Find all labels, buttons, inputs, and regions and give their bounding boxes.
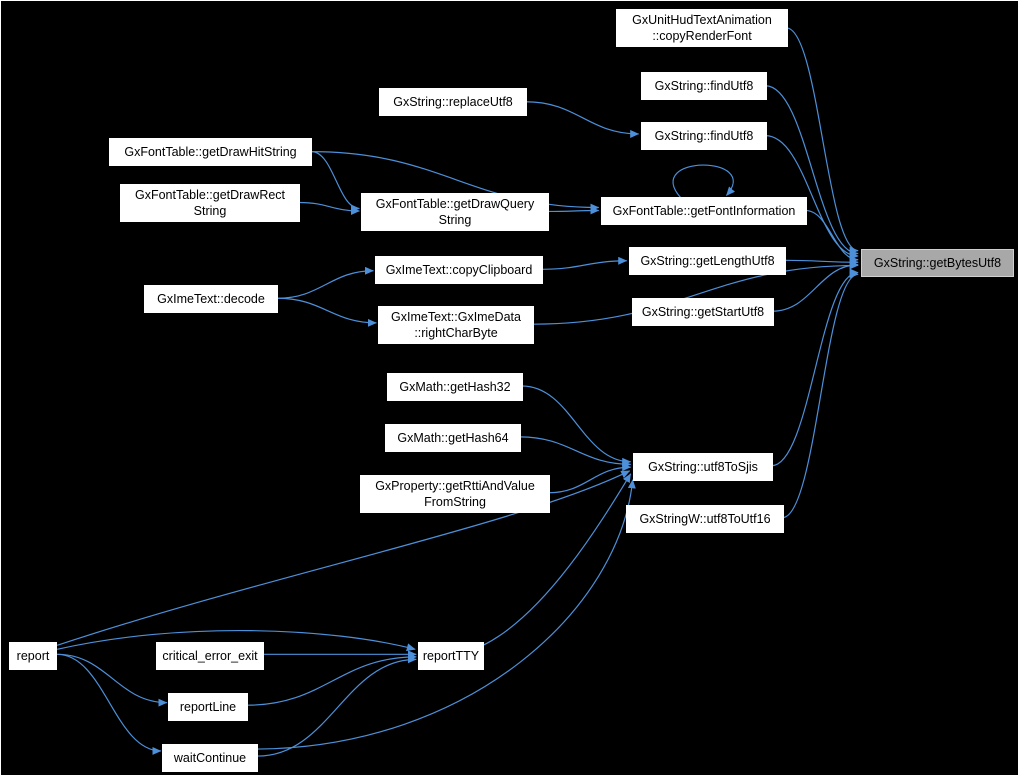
edge-getHash64-utf8ToSjis xyxy=(519,436,632,469)
edge-getDrawRectString-getDrawQueryString xyxy=(299,201,360,215)
edge-waitContinue-reportTTY xyxy=(257,655,417,757)
node-reportLine[interactable]: reportLine xyxy=(168,693,248,721)
node-getDrawRectString[interactable]: GxFontTable::getDrawRect String xyxy=(120,184,300,222)
edge-getFontInformation-getFontInformation xyxy=(672,164,736,198)
edge-utf8ToSjis-getBytesUtf8 xyxy=(771,268,859,467)
node-rightCharByte[interactable]: GxImeText::GxImeData ::rightCharByte xyxy=(378,306,534,344)
node-decode[interactable]: GxImeText::decode xyxy=(144,285,278,313)
node-critical_error_exit[interactable]: critical_error_exit xyxy=(156,642,264,670)
edge-replaceUtf8-findUtf8_bottom xyxy=(525,101,640,138)
node-reportTTY[interactable]: reportTTY xyxy=(418,642,484,670)
edge-getRttiAndValueFromString-utf8ToSjis xyxy=(548,463,632,494)
edge-reportLine-reportTTY xyxy=(247,652,417,706)
node-findUtf8_top[interactable]: GxString::findUtf8 xyxy=(641,72,767,100)
edge-getDrawQueryString-getFontInformation xyxy=(547,206,600,215)
node-waitContinue[interactable]: waitContinue xyxy=(162,744,258,772)
edge-getHash32-utf8ToSjis xyxy=(521,385,632,466)
edge-getStartUtf8-getBytesUtf8 xyxy=(772,260,859,312)
edge-decode-copyClipboard xyxy=(277,266,374,299)
node-getStartUtf8[interactable]: GxString::getStartUtf8 xyxy=(632,298,774,326)
edge-copyClipboard-getLengthUtf8 xyxy=(541,256,628,270)
edge-waitContinue-utf8ToSjis xyxy=(257,479,636,750)
edge-report-reportTTY xyxy=(57,629,416,652)
node-getHash32[interactable]: GxMath::getHash32 xyxy=(387,373,523,401)
node-utf8ToSjis[interactable]: GxString::utf8ToSjis xyxy=(633,453,773,481)
edge-findUtf8_top-getBytesUtf8 xyxy=(765,85,859,258)
node-getRttiAndValueFromString[interactable]: GxProperty::getRttiAndValue FromString xyxy=(360,475,550,513)
edge-report-reportLine xyxy=(57,653,168,707)
edge-decode-rightCharByte xyxy=(277,297,377,327)
node-copyRenderFont[interactable]: GxUnitHudTextAnimation ::copyRenderFont xyxy=(616,9,788,47)
edge-rightCharByte-getBytesUtf8 xyxy=(532,261,859,325)
node-findUtf8_bottom[interactable]: GxString::findUtf8 xyxy=(641,122,767,150)
edge-copyRenderFont-getBytesUtf8 xyxy=(786,27,859,255)
edge-reportTTY-utf8ToSjis xyxy=(482,473,632,646)
node-utf8ToUtf16[interactable]: GxStringW::utf8ToUtf16 xyxy=(626,505,784,533)
node-getHash64[interactable]: GxMath::getHash64 xyxy=(385,424,521,452)
node-report[interactable]: report xyxy=(9,642,57,670)
edge-getFontInformation-getBytesUtf8 xyxy=(805,209,859,264)
edge-utf8ToUtf16-getBytesUtf8 xyxy=(782,270,859,519)
node-getBytesUtf8: GxString::getBytesUtf8 xyxy=(861,249,1014,277)
node-replaceUtf8[interactable]: GxString::replaceUtf8 xyxy=(379,88,527,116)
node-getLengthUtf8[interactable]: GxString::getLengthUtf8 xyxy=(629,247,786,275)
edge-getDrawHitString-getDrawQueryString xyxy=(311,151,360,213)
node-getDrawQueryString[interactable]: GxFontTable::getDrawQuery String xyxy=(361,193,549,231)
edge-report-waitContinue xyxy=(57,653,162,755)
node-copyClipboard[interactable]: GxImeText::copyClipboard xyxy=(375,256,543,284)
edge-getDrawHitString-getFontInformation xyxy=(311,151,600,212)
node-getFontInformation[interactable]: GxFontTable::getFontInformation xyxy=(601,197,807,225)
edge-report-utf8ToSjis xyxy=(56,470,631,646)
edge-getLengthUtf8-getBytesUtf8 xyxy=(784,258,859,267)
edge-findUtf8_bottom-getBytesUtf8 xyxy=(765,135,859,260)
node-getDrawHitString[interactable]: GxFontTable::getDrawHitString xyxy=(109,138,312,166)
